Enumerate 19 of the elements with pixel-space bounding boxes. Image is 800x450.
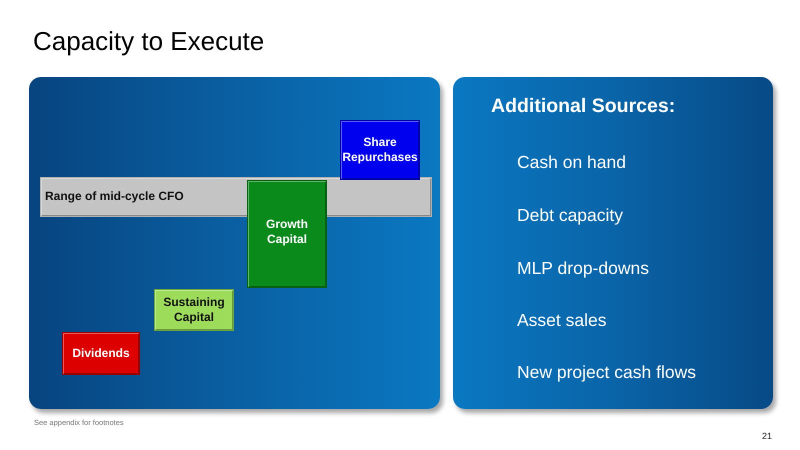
additional-sources-panel [453,77,773,409]
panel-heading: Additional Sources: [491,95,676,118]
growth-capital-block [247,180,327,288]
page-number: 21 [762,431,772,441]
left-panel [29,77,440,409]
block-label: Sustaining Capital [162,295,226,325]
slide-title: Capacity to Execute [33,26,264,57]
block-label: Share Repurchases [341,135,419,165]
list-item: Cash on hand [517,152,626,173]
block-label: Dividends [72,346,130,361]
band-label: Range of mid-cycle CFO [45,189,184,203]
list-item: New project cash flows [517,362,696,383]
block-label: Growth Capital [265,217,309,247]
list-item: MLP drop-downs [517,258,649,279]
list-item: Debt capacity [517,205,624,226]
list-item: Asset sales [517,310,606,331]
sustaining-capital-block [154,289,234,331]
dividends-block [62,332,140,375]
share-repurchases-block [340,120,420,180]
